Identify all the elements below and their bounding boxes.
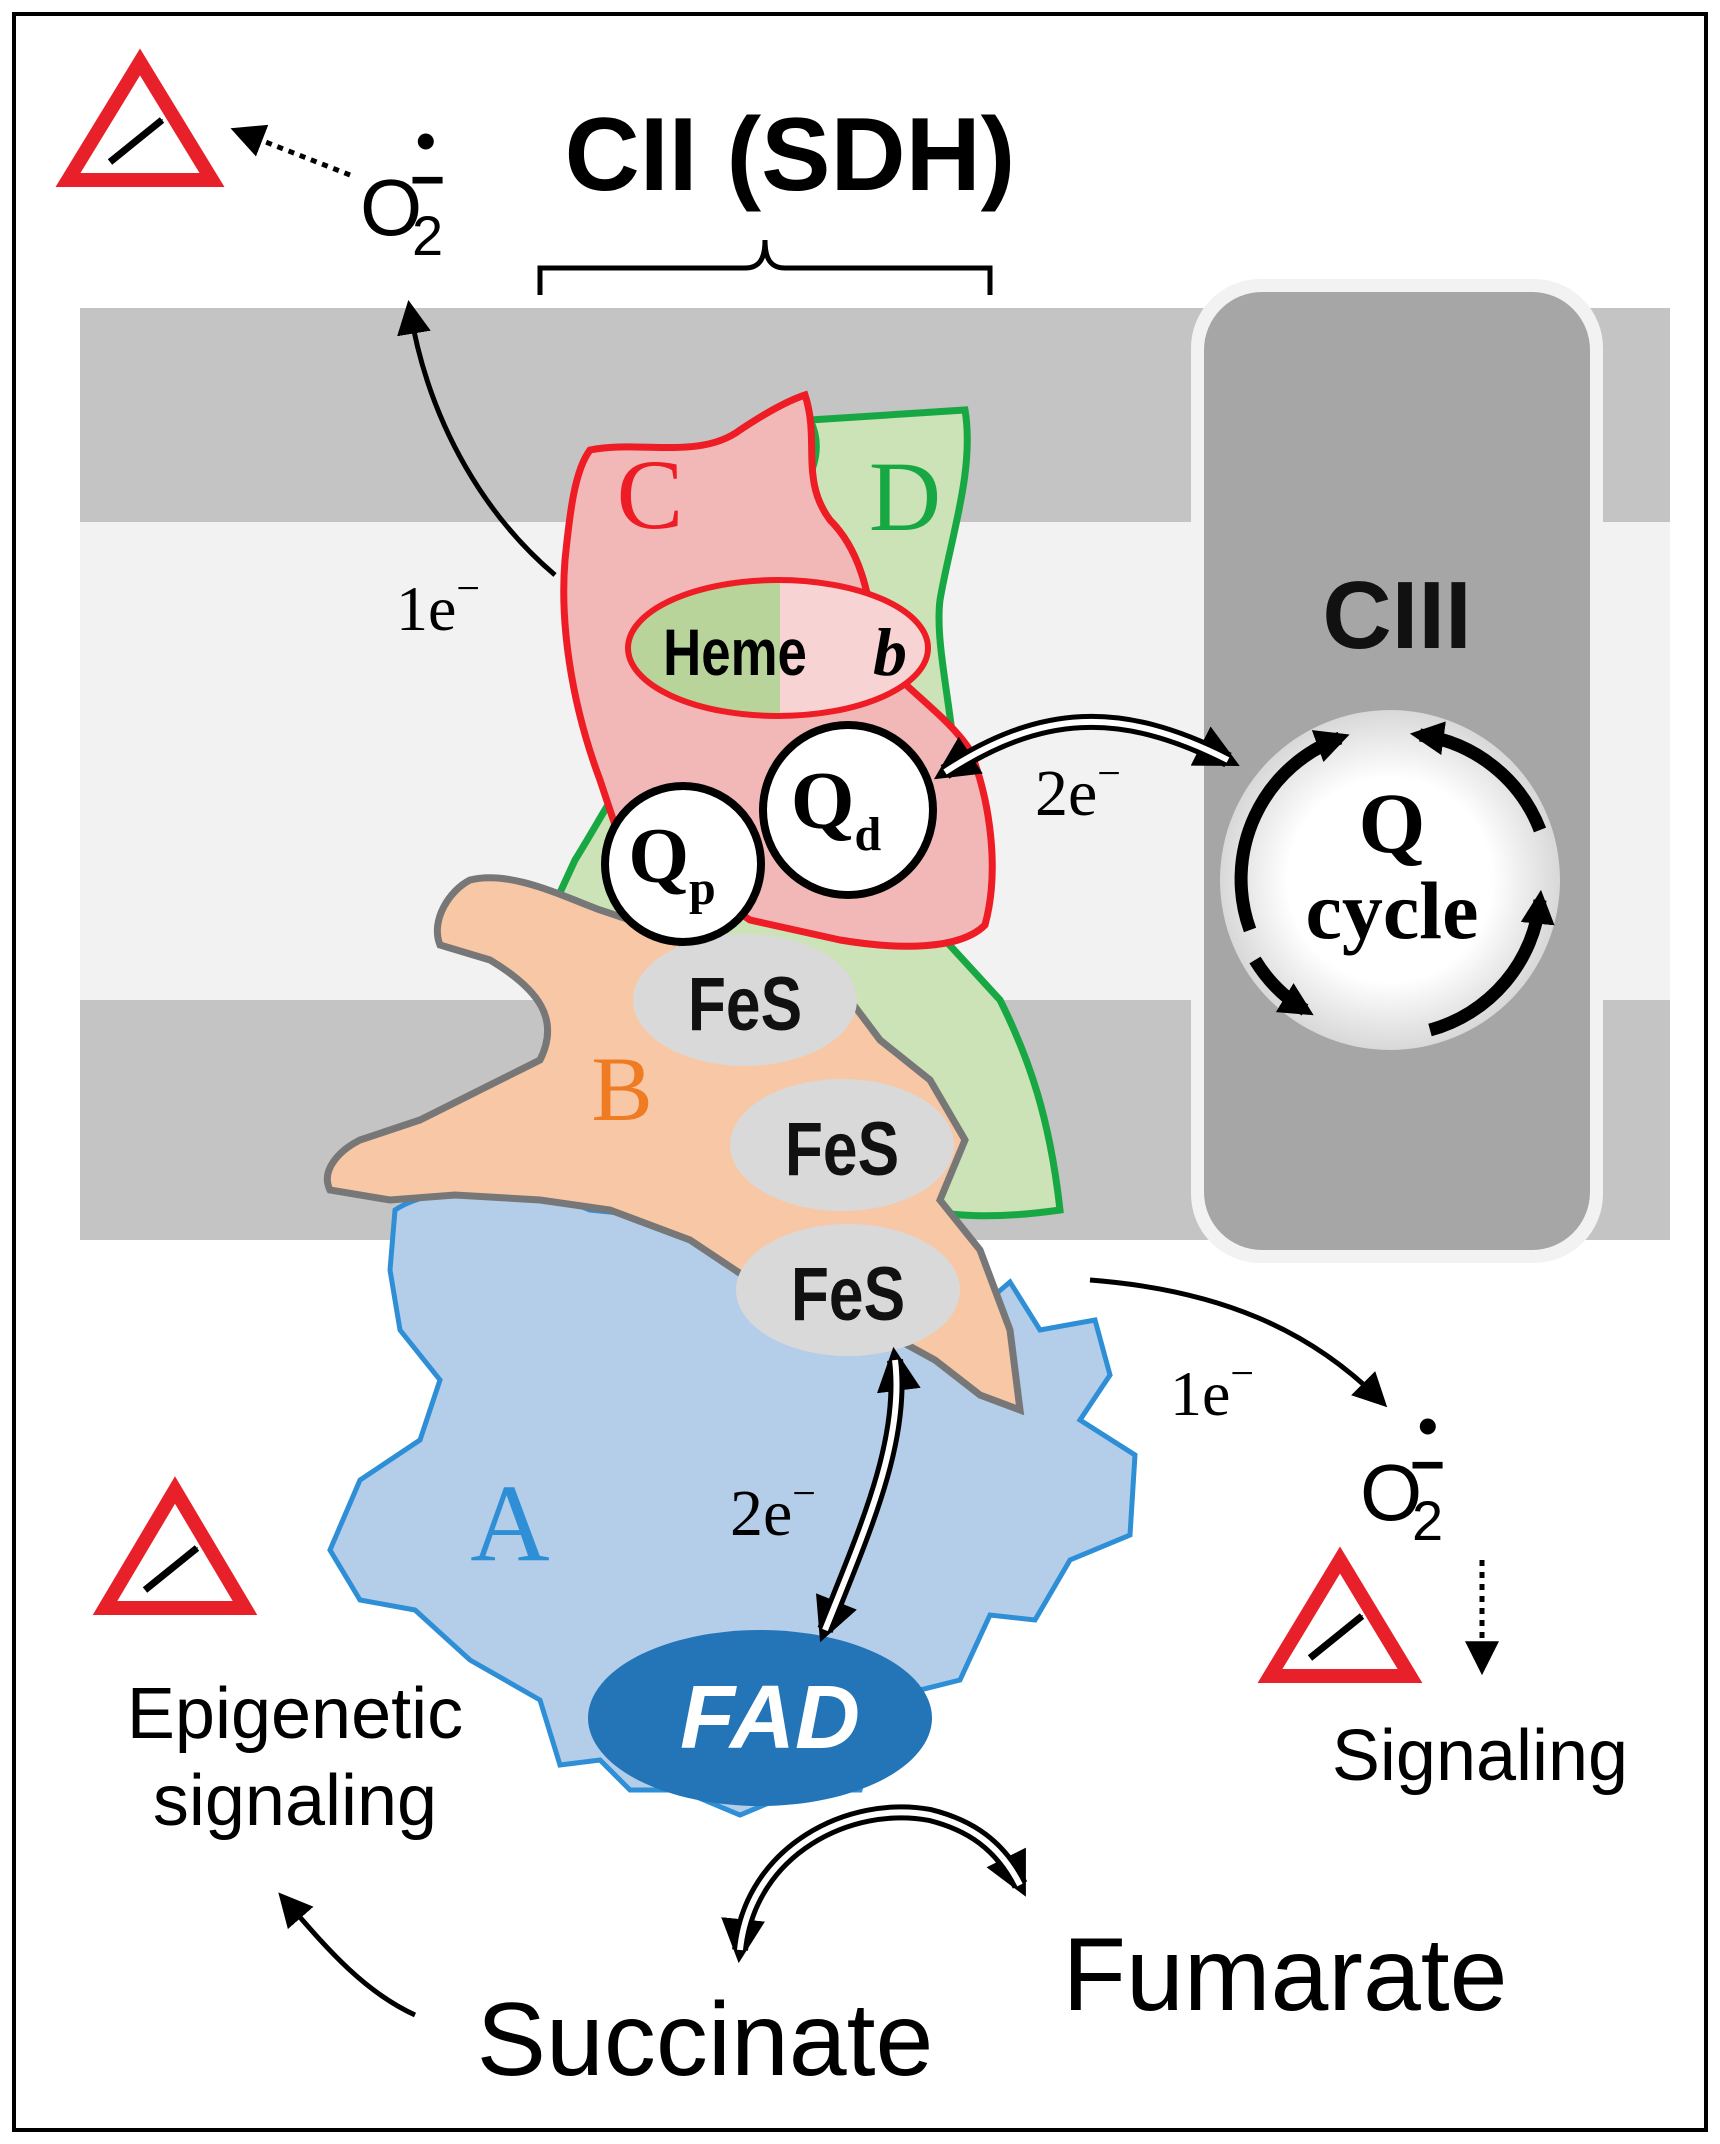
subunit-d-label: D bbox=[869, 441, 941, 552]
fes-label-2: FeS bbox=[785, 1106, 899, 1191]
increase-arrow-icon bbox=[1307, 1613, 1365, 1661]
superoxide-top: O 2 • − bbox=[360, 109, 445, 267]
one-electron-top: 1e− bbox=[396, 566, 480, 644]
fes-cluster-1 bbox=[633, 934, 857, 1066]
heme-label: Heme bbox=[663, 615, 807, 689]
q-cycle-label-cycle: cycle bbox=[1306, 865, 1479, 956]
succinate-label: Succinate bbox=[477, 1982, 934, 2098]
heme-left-half bbox=[628, 580, 780, 716]
two-electron-qcycle: 2e− bbox=[1035, 751, 1121, 830]
fad-ellipse bbox=[588, 1630, 932, 1806]
fes-cluster-2 bbox=[730, 1079, 954, 1211]
subunit-c-label: C bbox=[617, 439, 684, 550]
q-cycle-arrows bbox=[1234, 721, 1555, 1037]
q-cycle-circle bbox=[1220, 710, 1560, 1050]
double-arrow-fad-fes-inner bbox=[822, 1359, 900, 1632]
increase-arrow-icon bbox=[142, 1545, 200, 1593]
ciii-label: CIII bbox=[1322, 562, 1471, 669]
epigenetic-label-line1: Epigenetic bbox=[127, 1674, 463, 1754]
qp-site bbox=[601, 782, 765, 946]
fad-label: FAD bbox=[680, 1668, 860, 1768]
q-cycle-label-q: Q bbox=[1359, 775, 1426, 871]
one-electron-right: 1e− bbox=[1170, 1351, 1254, 1429]
qd-label: Qd bbox=[791, 755, 882, 861]
superoxide-right-minus: − bbox=[1410, 1431, 1445, 1498]
superoxide-right-dot: • bbox=[1418, 1394, 1438, 1457]
heme-right-half bbox=[780, 580, 928, 716]
subunit-b-label: B bbox=[591, 1038, 652, 1140]
double-arrow-succinate-fumarate-inner bbox=[737, 1809, 1023, 1951]
heme-b: Heme b bbox=[625, 577, 931, 719]
superoxide-right-o: O bbox=[1360, 1448, 1422, 1537]
fes-cluster-3 bbox=[736, 1224, 960, 1356]
superoxide-top-dot: • bbox=[416, 109, 436, 172]
warning-triangle-icon-left bbox=[92, 1476, 258, 1615]
two-electron-fad: 2e− bbox=[730, 1471, 816, 1550]
qd-site bbox=[759, 721, 937, 899]
superoxide-top-sub: 2 bbox=[412, 204, 443, 267]
arrow-fes-to-superoxide bbox=[1089, 1277, 1388, 1408]
complex-iii: CIII Q cycle bbox=[1191, 279, 1603, 1263]
superoxide-top-o: O bbox=[360, 163, 422, 252]
signaling-label: Signaling bbox=[1332, 1716, 1628, 1796]
double-arrow-qd-qcycle-inner bbox=[943, 718, 1230, 775]
subunit-a-label: A bbox=[470, 1462, 549, 1584]
fes-label-1: FeS bbox=[688, 961, 802, 1046]
cii-bracket bbox=[537, 239, 993, 295]
superoxide-right: O 2 • − bbox=[1360, 1394, 1445, 1552]
qp-label: Qp bbox=[628, 812, 715, 915]
warning-triangle-icon-right bbox=[1257, 1546, 1423, 1683]
epigenetic-label-line2: signaling bbox=[153, 1761, 437, 1841]
arrow-succinate-to-epigenetic bbox=[278, 1892, 417, 2018]
heme-outline bbox=[625, 577, 931, 719]
cii-sdh-title: CII (SDH) bbox=[565, 97, 1016, 213]
increase-arrow-icon bbox=[107, 117, 165, 165]
dotted-arrow-top bbox=[230, 124, 351, 178]
superoxide-top-minus: − bbox=[410, 146, 445, 213]
fumarate-label: Fumarate bbox=[1062, 1917, 1507, 2033]
arrow-heme-to-superoxide bbox=[397, 299, 557, 577]
heme-b-italic: b bbox=[873, 614, 907, 690]
fes-clusters: FeS FeS FeS bbox=[633, 934, 960, 1356]
quinone-sites: Qp Qd bbox=[601, 721, 937, 946]
superoxide-right-sub: 2 bbox=[1412, 1489, 1443, 1552]
fes-label-3: FeS bbox=[791, 1251, 905, 1336]
warning-triangle-icon-top bbox=[55, 48, 225, 187]
